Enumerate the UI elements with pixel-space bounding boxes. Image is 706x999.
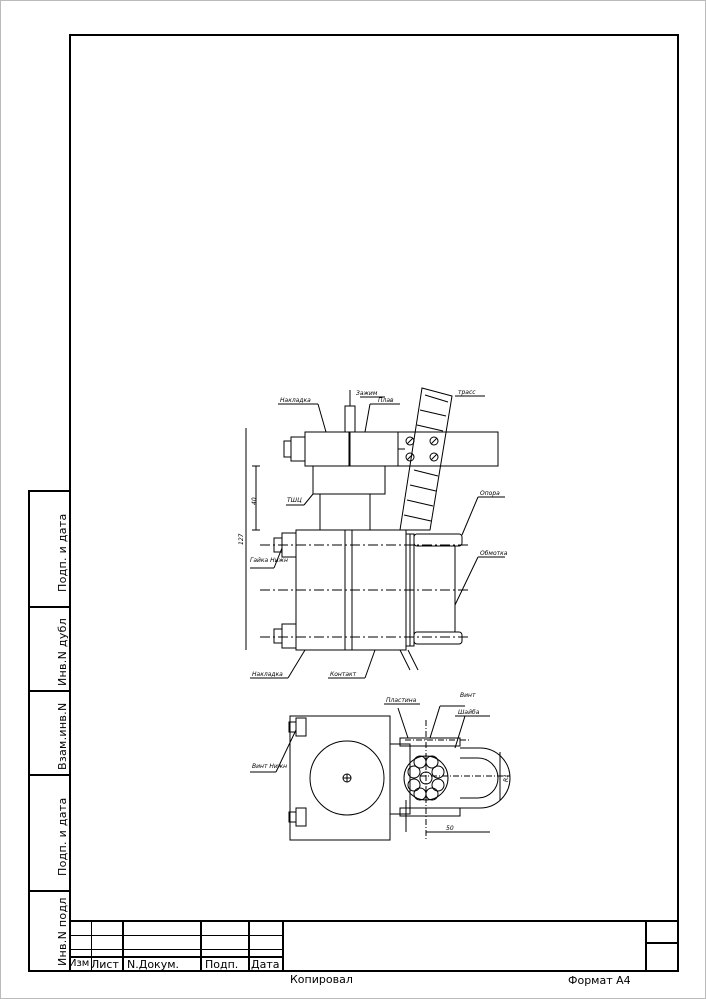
title-col-podp: Подп. xyxy=(205,958,239,971)
label-dim-50: 50 xyxy=(446,825,454,832)
title-block: Изм Лист N.Докум. Подп. Дата xyxy=(69,920,679,972)
label-gayka: Гайка Нижн xyxy=(250,557,288,564)
label-plan: Плав xyxy=(378,397,394,404)
label-opora: Опора xyxy=(480,490,500,497)
footer-copied: Копировал xyxy=(290,973,353,986)
label-tsh: ТШЦ xyxy=(287,497,302,504)
insulator xyxy=(399,387,453,531)
label-shayba: Шайба xyxy=(458,709,480,716)
drawing-frame xyxy=(69,34,679,972)
title-col-n-dokum: N.Докум. xyxy=(127,958,179,971)
side-cell-inv-dubl: Инв.N дубл xyxy=(30,608,69,692)
label-trass: трасс xyxy=(458,389,476,396)
label-nakladka: Накладка xyxy=(280,397,311,404)
label-zazhim: Зажим xyxy=(356,390,378,397)
label-plastina: Пластина xyxy=(386,697,417,704)
label-obmotka: Обмотка xyxy=(480,550,508,557)
label-dim-r: R1 xyxy=(503,774,510,782)
tsh-block xyxy=(312,465,386,495)
title-col-list: Лист xyxy=(91,958,119,971)
side-cell-podp-data-2: Подп. и дата xyxy=(30,492,69,608)
label-nakladka2: Накладка xyxy=(252,671,283,678)
side-cell-podp-data-1: Подп. и дата xyxy=(30,776,69,892)
skoba xyxy=(460,747,511,809)
plate-block xyxy=(349,431,399,467)
side-cell-vzam-inv: Взам.инв.N xyxy=(30,692,69,776)
label-dim-127: 127 xyxy=(238,533,245,545)
title-col-izm: Изм xyxy=(69,958,90,969)
side-strip: Подп. и дата Инв.N дубл Взам.инв.N Подп.… xyxy=(28,490,69,972)
footer-format: Формат А4 xyxy=(568,974,631,987)
label-dim-40: 40 xyxy=(251,497,258,505)
title-col-data: Дата xyxy=(251,958,280,971)
label-vint: Винт xyxy=(460,692,476,699)
label-vint-nizhn: Винт Нижн xyxy=(252,763,287,770)
label-kontakt: Контакт xyxy=(330,671,357,678)
clamp-block xyxy=(304,431,350,467)
